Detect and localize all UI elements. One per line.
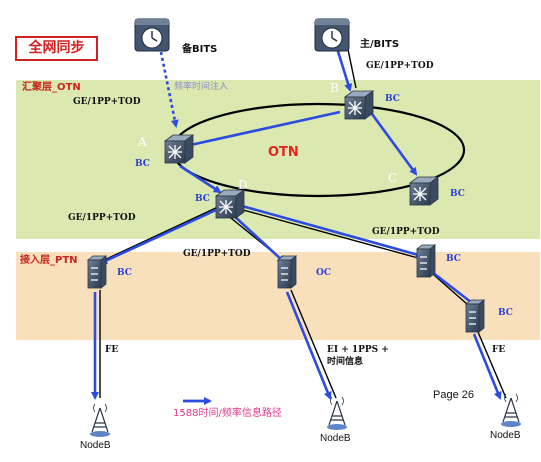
otn-node-b-router-icon (344, 90, 374, 120)
ptn-right-switch-icon (416, 244, 436, 278)
b-to-a-path (184, 110, 341, 149)
sync-paths (91, 44, 502, 405)
primary-link-label: GE/1PP+TOD (366, 61, 434, 71)
b-to-c-path (370, 113, 418, 176)
ptn-chain-path (431, 270, 478, 308)
access-layer-label: 接入层_PTN (20, 255, 78, 266)
standby-path (159, 51, 179, 128)
a-link-label: GE/1PP+TOD (73, 97, 141, 107)
node-c-bc-label: BC (450, 189, 465, 199)
ptn-left-switch-icon (87, 255, 107, 289)
nodeb-right-tower-icon (500, 393, 522, 428)
d-right-link-label: GE/1PP+TOD (372, 227, 440, 237)
otn-node-c-router-icon (409, 176, 439, 206)
standby-bits-clock-icon (134, 18, 170, 52)
d-to-oc-path (231, 213, 286, 264)
otn-node-d-label: D (238, 178, 248, 192)
d-left-link-label: GE/1PP+TOD (68, 213, 136, 223)
ptn-chain-bc-label: BC (498, 308, 513, 318)
otn-node-b-label: B (330, 81, 339, 95)
ptn-oc-switch-icon (277, 255, 297, 289)
otn-node-c-label: C (388, 171, 398, 185)
oc-link-label: GE/1PP+TOD (183, 249, 251, 259)
node-d-bc-label: BC (195, 194, 210, 204)
otn-node-a-label: A (138, 135, 147, 149)
injection-label: 频率时间注入 (174, 82, 229, 92)
d-to-left-ptn-path (99, 208, 217, 265)
legend-label: 1588时间/频率信息路径 (173, 408, 282, 419)
e1-label-line1: EI + 1PPS + (327, 345, 389, 355)
d-to-right-ptn-path (241, 204, 424, 259)
nodeb-right-label: NodeB (490, 430, 521, 441)
ptn-oc-label: OC (316, 268, 332, 278)
standby-bits-label: 备BITS (182, 44, 218, 55)
node-a-bc-label: BC (135, 159, 150, 169)
nodeb-left-tower-icon (89, 403, 111, 438)
page-title: 全网同步 (15, 36, 98, 61)
e1-path (285, 291, 332, 400)
node-b-bc-label: BC (385, 94, 400, 104)
physical-links (99, 34, 507, 399)
aggregation-layer-label: 汇聚层_OTN (22, 82, 81, 93)
nodeb-left-label: NodeB (80, 440, 111, 451)
nodeb-middle-tower-icon (326, 396, 348, 431)
primary-bits-clock-icon (314, 18, 350, 52)
page-number: Page 26 (433, 389, 474, 401)
e1-label-line2: 时间信息 (327, 357, 364, 367)
right-fe-path (472, 333, 502, 400)
primary-path (334, 44, 353, 92)
primary-bits-label: 主/BITS (360, 39, 400, 50)
ptn-right-bc-label: BC (446, 254, 461, 264)
nodeb-middle-label: NodeB (320, 433, 351, 444)
otn-ring-label: OTN (268, 145, 299, 160)
a-to-d-path (179, 164, 222, 194)
otn-node-d-router-icon (215, 189, 245, 219)
right-fe-label: FE (492, 345, 506, 355)
left-fe-label: FE (105, 345, 119, 355)
ptn-left-bc-label: BC (117, 268, 132, 278)
ptn-chain-switch-icon (465, 299, 485, 333)
otn-node-a-router-icon (164, 134, 194, 164)
